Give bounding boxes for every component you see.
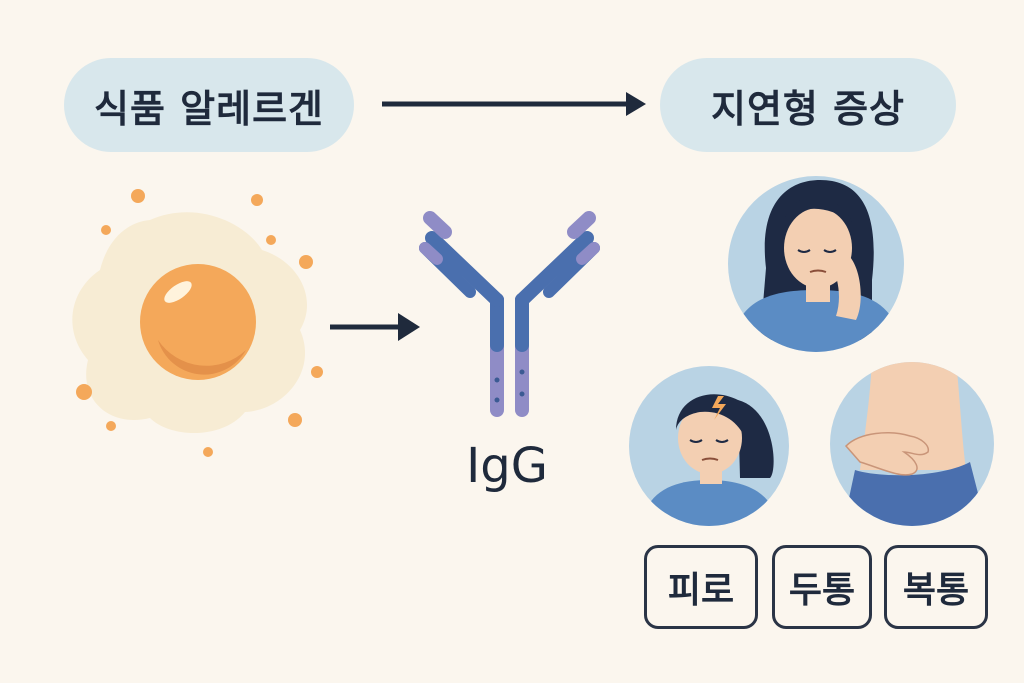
stomach-ache-icon	[830, 362, 994, 526]
tired-woman-icon	[728, 176, 904, 352]
delayed-symptoms-label: 지연형 증상	[660, 58, 956, 152]
arrow-right-icon	[330, 313, 420, 341]
allergen-label: 식품 알레르겐	[64, 58, 354, 152]
igg-label: IgG	[466, 438, 548, 494]
headache-woman-icon	[629, 366, 789, 526]
antibody-icon	[419, 211, 600, 417]
delayed-symptoms-label-text: 지연형 증상	[710, 86, 906, 131]
symptom-label: 피로	[667, 570, 735, 611]
symptom-label: 두통	[788, 570, 856, 611]
arrow-right-icon	[382, 92, 646, 116]
allergen-label-text: 식품 알레르겐	[94, 86, 324, 131]
fried-egg-icon	[72, 189, 323, 457]
symptom-fatigue: 피로	[644, 545, 758, 629]
symptom-stomachache: 복통	[884, 545, 988, 629]
symptom-label: 복통	[902, 570, 970, 611]
symptom-headache: 두통	[772, 545, 872, 629]
